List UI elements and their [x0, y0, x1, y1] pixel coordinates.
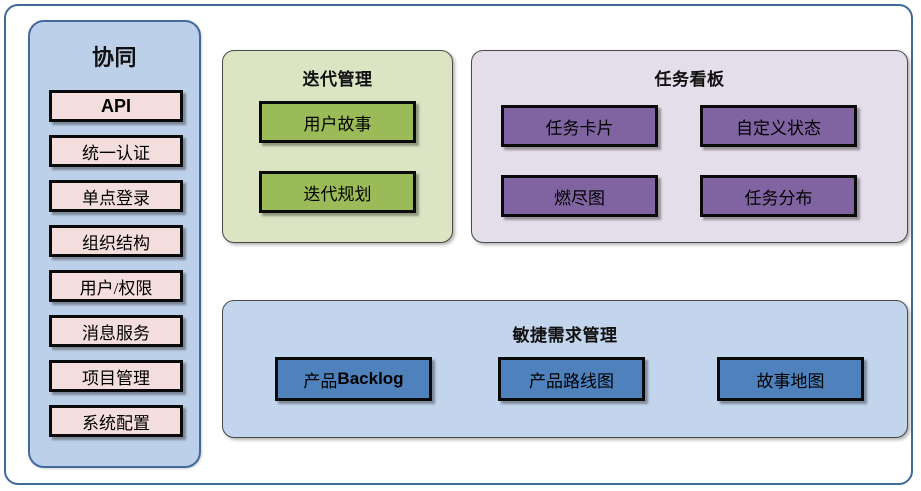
sidebar-item-org-structure[interactable]: 组织结构	[49, 225, 183, 257]
iteration-item-user-story[interactable]: 用户故事	[259, 101, 416, 143]
iteration-item-iteration-planning[interactable]: 迭代规划	[259, 171, 416, 213]
sidebar-title: 协同	[91, 45, 137, 70]
sidebar-item-message-service[interactable]: 消息服务	[49, 315, 183, 347]
task-board-item-custom-status[interactable]: 自定义状态	[700, 105, 857, 147]
iteration-management-title: 迭代管理	[302, 70, 373, 89]
sidebar-item-api[interactable]: API	[49, 90, 183, 122]
task-board-item-task-card[interactable]: 任务卡片	[501, 105, 658, 147]
sidebar-item-user-permission[interactable]: 用户/权限	[49, 270, 183, 302]
sidebar-item-unified-auth[interactable]: 统一认证	[49, 135, 183, 167]
task-board-panel: 任务看板 任务卡片 自定义状态 燃尽图 任务分布	[471, 50, 908, 243]
agile-item-product-backlog-cjk: 产品	[303, 371, 338, 391]
sidebar-item-system-config[interactable]: 系统配置	[49, 405, 183, 437]
sidebar-item-project-management[interactable]: 项目管理	[49, 360, 183, 392]
task-board-item-task-distribution[interactable]: 任务分布	[700, 175, 857, 217]
diagram-canvas: 协同 API 统一认证 单点登录 组织结构 用户/权限 消息服务 项目管理 系统…	[4, 4, 913, 485]
sidebar-panel-collaboration: 协同 API 统一认证 单点登录 组织结构 用户/权限 消息服务 项目管理 系统…	[28, 20, 201, 468]
sidebar-item-single-sign-on[interactable]: 单点登录	[49, 180, 183, 212]
agile-item-product-backlog-latin: Backlog	[337, 369, 404, 388]
agile-item-product-roadmap[interactable]: 产品路线图	[498, 357, 645, 401]
iteration-management-panel: 迭代管理 用户故事 迭代规划	[222, 50, 453, 243]
task-board-item-burndown-chart[interactable]: 燃尽图	[501, 175, 658, 217]
agile-requirements-title: 敏捷需求管理	[512, 326, 618, 345]
agile-item-story-map[interactable]: 故事地图	[717, 357, 864, 401]
task-board-title: 任务看板	[654, 70, 725, 89]
